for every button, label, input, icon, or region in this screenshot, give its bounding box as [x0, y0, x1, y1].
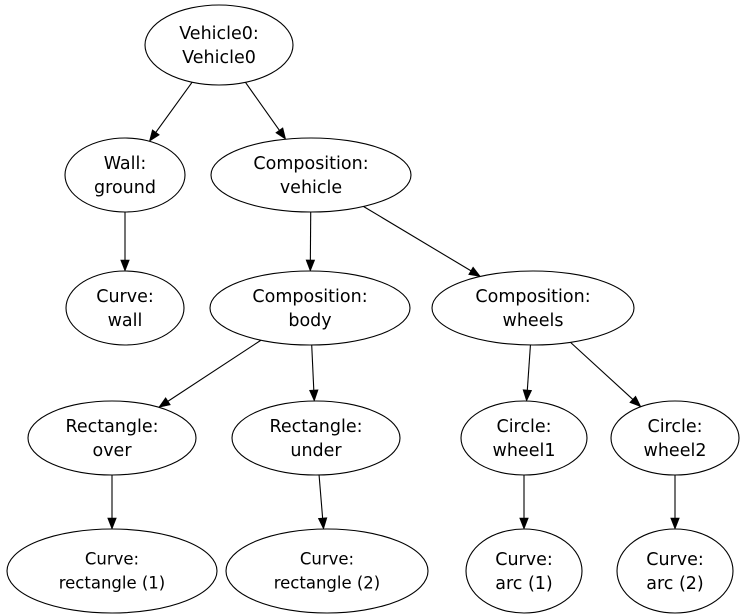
node-label-type: Rectangle:	[269, 417, 362, 437]
graph-edge-vehicle0-to-wall_ground	[148, 81, 193, 142]
node-label-type: Rectangle:	[65, 417, 158, 437]
edge-arrowhead-icon	[309, 389, 319, 402]
edge-arrowhead-icon	[158, 397, 171, 408]
graph-node-curve_wall[interactable]: Curve: wall	[65, 270, 185, 346]
node-label-name: arc (1)	[495, 574, 553, 594]
edge-arrowhead-icon	[519, 517, 529, 530]
node-ellipse-shape	[144, 4, 294, 86]
graph-node-curve_rectangle_2[interactable]: Curve: rectangle (2)	[225, 528, 429, 614]
graph-node-curve_arc_1[interactable]: Curve: arc (1)	[465, 528, 583, 614]
node-label-type: Composition:	[475, 287, 590, 307]
node-label-type: Circle:	[496, 417, 551, 437]
graph-edge-composition_wheels-to-circle_wheel2	[570, 341, 642, 408]
graph-edge-composition_vehicle-to-composition_wheels	[363, 206, 482, 277]
graph-edge-rectangle_under-to-curve_rectangle_2	[317, 474, 328, 530]
edge-line	[311, 344, 315, 391]
graph-node-circle_wheel1[interactable]: Circle: wheel1	[460, 400, 588, 476]
graph-edge-circle_wheel2-to-curve_arc_2	[670, 474, 680, 530]
node-ellipse-shape	[431, 270, 635, 346]
node-label-name: Vehicle0	[182, 48, 256, 68]
graph-edge-composition_body-to-rectangle_under	[309, 344, 319, 402]
node-ellipse-shape	[210, 137, 412, 213]
edge-line	[363, 206, 472, 272]
graph-edge-vehicle0-to-composition_vehicle	[244, 82, 287, 140]
node-label-type: Curve:	[85, 550, 139, 569]
edge-line	[167, 339, 262, 402]
node-label-type: Wall:	[104, 154, 147, 174]
graph-node-rectangle_under[interactable]: Rectangle: under	[231, 400, 401, 476]
node-label-type: Vehicle0:	[179, 24, 259, 44]
graph-node-circle_wheel2[interactable]: Circle: wheel2	[610, 400, 740, 476]
node-label-name: rectangle (2)	[274, 574, 381, 593]
graph-node-vehicle0[interactable]: Vehicle0: Vehicle0	[144, 4, 294, 86]
node-label-name: under	[290, 441, 342, 461]
graph-edge-rectangle_over-to-curve_rectangle_1	[107, 475, 117, 530]
node-ellipse-shape	[616, 528, 734, 614]
node-label-name: wheel2	[644, 441, 707, 461]
graph-edge-wall_ground-to-curve_wall	[120, 211, 130, 272]
graph-edge-composition_wheels-to-circle_wheel1	[522, 344, 533, 402]
edge-arrowhead-icon	[148, 129, 160, 142]
node-ellipse-shape	[225, 528, 429, 614]
edge-line	[244, 82, 280, 131]
node-label-type: Circle:	[647, 417, 702, 437]
node-label-type: Curve:	[495, 550, 553, 570]
edge-arrowhead-icon	[522, 389, 533, 402]
node-label-name: over	[92, 441, 132, 461]
graph-node-curve_rectangle_1[interactable]: Curve: rectangle (1)	[6, 528, 218, 614]
graph-node-rectangle_over[interactable]: Rectangle: over	[27, 400, 197, 476]
node-ellipse-shape	[6, 528, 218, 614]
graph-edge-composition_body-to-rectangle_over	[158, 339, 262, 408]
edge-arrowhead-icon	[275, 127, 287, 140]
node-label-name: wall	[108, 311, 143, 331]
node-label-name: wheel1	[493, 441, 556, 461]
node-ellipse-shape	[231, 400, 401, 476]
node-label-type: Composition:	[253, 154, 368, 174]
edge-arrowhead-icon	[468, 266, 482, 277]
node-label-name: vehicle	[280, 178, 342, 198]
node-label-name: ground	[94, 178, 156, 198]
edge-layer	[107, 81, 680, 530]
node-ellipse-shape	[65, 270, 185, 346]
edge-line	[155, 81, 193, 133]
edge-arrowhead-icon	[629, 395, 642, 408]
edge-line	[570, 341, 634, 400]
node-label-type: Curve:	[96, 287, 154, 307]
node-label-name: arc (2)	[646, 574, 704, 594]
edge-line	[526, 344, 531, 391]
graph-node-composition_wheels[interactable]: Composition: wheels	[431, 270, 635, 346]
node-ellipse-shape	[209, 270, 411, 346]
edge-arrowhead-icon	[317, 517, 328, 530]
node-ellipse-shape	[465, 528, 583, 614]
graph-node-composition_body[interactable]: Composition: body	[209, 270, 411, 346]
node-label-name: wheels	[503, 311, 564, 331]
node-label-type: Curve:	[646, 550, 704, 570]
graph-edge-composition_vehicle-to-composition_body	[305, 211, 316, 272]
edge-arrowhead-icon	[120, 259, 130, 272]
graph-node-composition_vehicle[interactable]: Composition: vehicle	[210, 137, 412, 213]
graph-edge-circle_wheel1-to-curve_arc_1	[519, 475, 529, 530]
node-label-type: Composition:	[252, 287, 367, 307]
node-label-name: body	[288, 311, 331, 331]
node-label-type: Curve:	[300, 550, 354, 569]
node-ellipse-shape	[610, 400, 740, 476]
node-label-name: rectangle (1)	[59, 574, 166, 593]
edge-arrowhead-icon	[305, 259, 316, 272]
node-layer: Vehicle0:Vehicle0Wall:groundComposition:…	[6, 4, 740, 614]
node-ellipse-shape	[64, 137, 186, 213]
node-ellipse-shape	[27, 400, 197, 476]
node-ellipse-shape	[460, 400, 588, 476]
graph-node-wall_ground[interactable]: Wall: ground	[64, 137, 186, 213]
graph-node-curve_arc_2[interactable]: Curve: arc (2)	[616, 528, 734, 614]
edge-arrowhead-icon	[107, 517, 117, 530]
edge-line	[318, 474, 324, 519]
edge-arrowhead-icon	[670, 517, 680, 530]
